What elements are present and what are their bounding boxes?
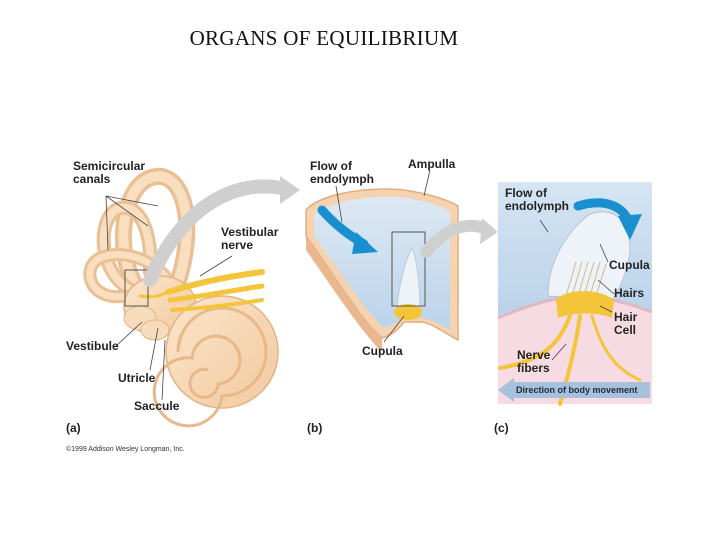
label-flow-of-endolymph-b: Flow of endolymph bbox=[310, 159, 375, 186]
label-hair-cell: Hair Cell bbox=[614, 310, 638, 337]
transition-arrow-a-b bbox=[143, 179, 289, 287]
panel-letter-b: (b) bbox=[307, 421, 323, 435]
hair-strands bbox=[565, 261, 607, 297]
label-vestibular-nerve: Vestibular nerve bbox=[221, 225, 279, 252]
label-saccule: Saccule bbox=[134, 399, 180, 413]
label-cupula-b: Cupula bbox=[362, 344, 403, 358]
label-vestibule: Vestibule bbox=[66, 339, 119, 353]
cupula-detail-illustration bbox=[497, 182, 653, 406]
label-ampulla: Ampulla bbox=[408, 157, 456, 171]
direction-bar bbox=[512, 382, 650, 398]
label-direction-of-body-movement: Direction of body movement bbox=[516, 385, 638, 395]
panel-letter-c: (c) bbox=[494, 421, 509, 435]
panel-letter-a: (a) bbox=[66, 421, 81, 435]
panel-b-leader-lines bbox=[335, 169, 431, 343]
vestibular-nerve-shape bbox=[138, 269, 265, 312]
label-hairs: Hairs bbox=[614, 286, 645, 300]
copyright-notice: ©1999 Addison Wesley Longman, Inc. bbox=[66, 446, 185, 453]
cupula-highlight-box bbox=[391, 231, 426, 307]
label-flow-of-endolymph-c: Flow of endolymph bbox=[505, 186, 570, 213]
label-utricle: Utricle bbox=[118, 371, 156, 385]
label-semicircular-canals: Semicircular canals bbox=[73, 159, 146, 186]
ampulla-illustration bbox=[305, 169, 498, 352]
ampulla-highlight-box bbox=[124, 269, 149, 307]
cochlea-shape bbox=[152, 295, 279, 428]
panel-c-leader-lines bbox=[539, 219, 615, 361]
inner-ear-illustration bbox=[83, 167, 300, 428]
transition-arrow-b-c bbox=[420, 219, 490, 258]
label-cupula-c: Cupula bbox=[609, 258, 650, 272]
panel-a-leader-lines bbox=[105, 195, 233, 401]
label-nerve-fibers: Nerve fibers bbox=[517, 348, 551, 375]
page-title: ORGANS OF EQUILIBRIUM bbox=[189, 26, 459, 50]
